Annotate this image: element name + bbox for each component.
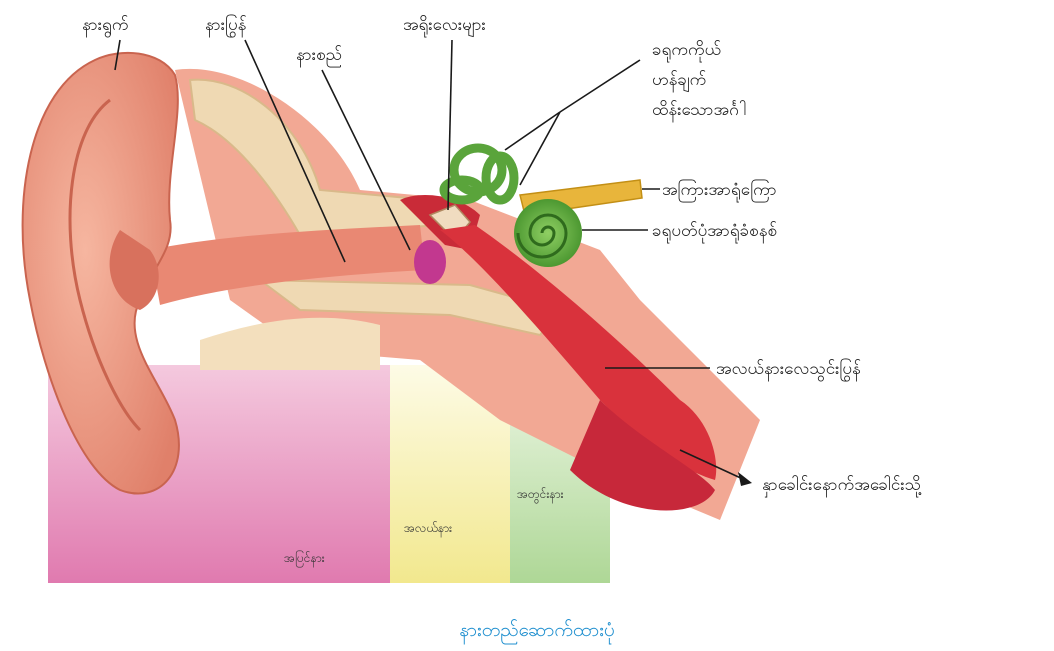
label-ossicles: အရိုးလေးများ bbox=[403, 15, 486, 38]
label-ear-canal: နားပြွန် bbox=[205, 13, 246, 38]
label-eustachian: အလယ်နားလေသွင်းပြွန် bbox=[716, 357, 861, 382]
label-semicircular-1: ခရုကကိုယ် bbox=[652, 40, 721, 63]
throat-arrow-head bbox=[738, 472, 752, 486]
label-outer-ear: နားရွက် bbox=[82, 15, 129, 38]
eardrum-shape bbox=[414, 240, 446, 284]
semicircular-canals bbox=[444, 148, 514, 200]
leader-semicircular-c bbox=[560, 60, 640, 112]
label-cochlea: ခရုပတ်ပုံအာရုံခံစနစ် bbox=[652, 221, 777, 244]
label-eardrum: နားစည် bbox=[296, 45, 342, 68]
leader-semicircular-b bbox=[520, 112, 560, 185]
label-auditory-nerve: အကြားအာရုံကြော bbox=[662, 178, 777, 203]
label-throat: နှာခေါင်းနောက်အခေါင်းသို့ bbox=[762, 474, 921, 498]
label-semicircular-2: ဟန်ချက် bbox=[652, 70, 706, 93]
label-semicircular-3: ထိန်းသောအင်္ဂါ bbox=[652, 99, 746, 123]
leader-semicircular-a bbox=[505, 112, 560, 150]
temporal-bone-base bbox=[200, 318, 380, 370]
diagram-caption: နားတည်ဆောက်ထားပုံ bbox=[459, 618, 615, 645]
